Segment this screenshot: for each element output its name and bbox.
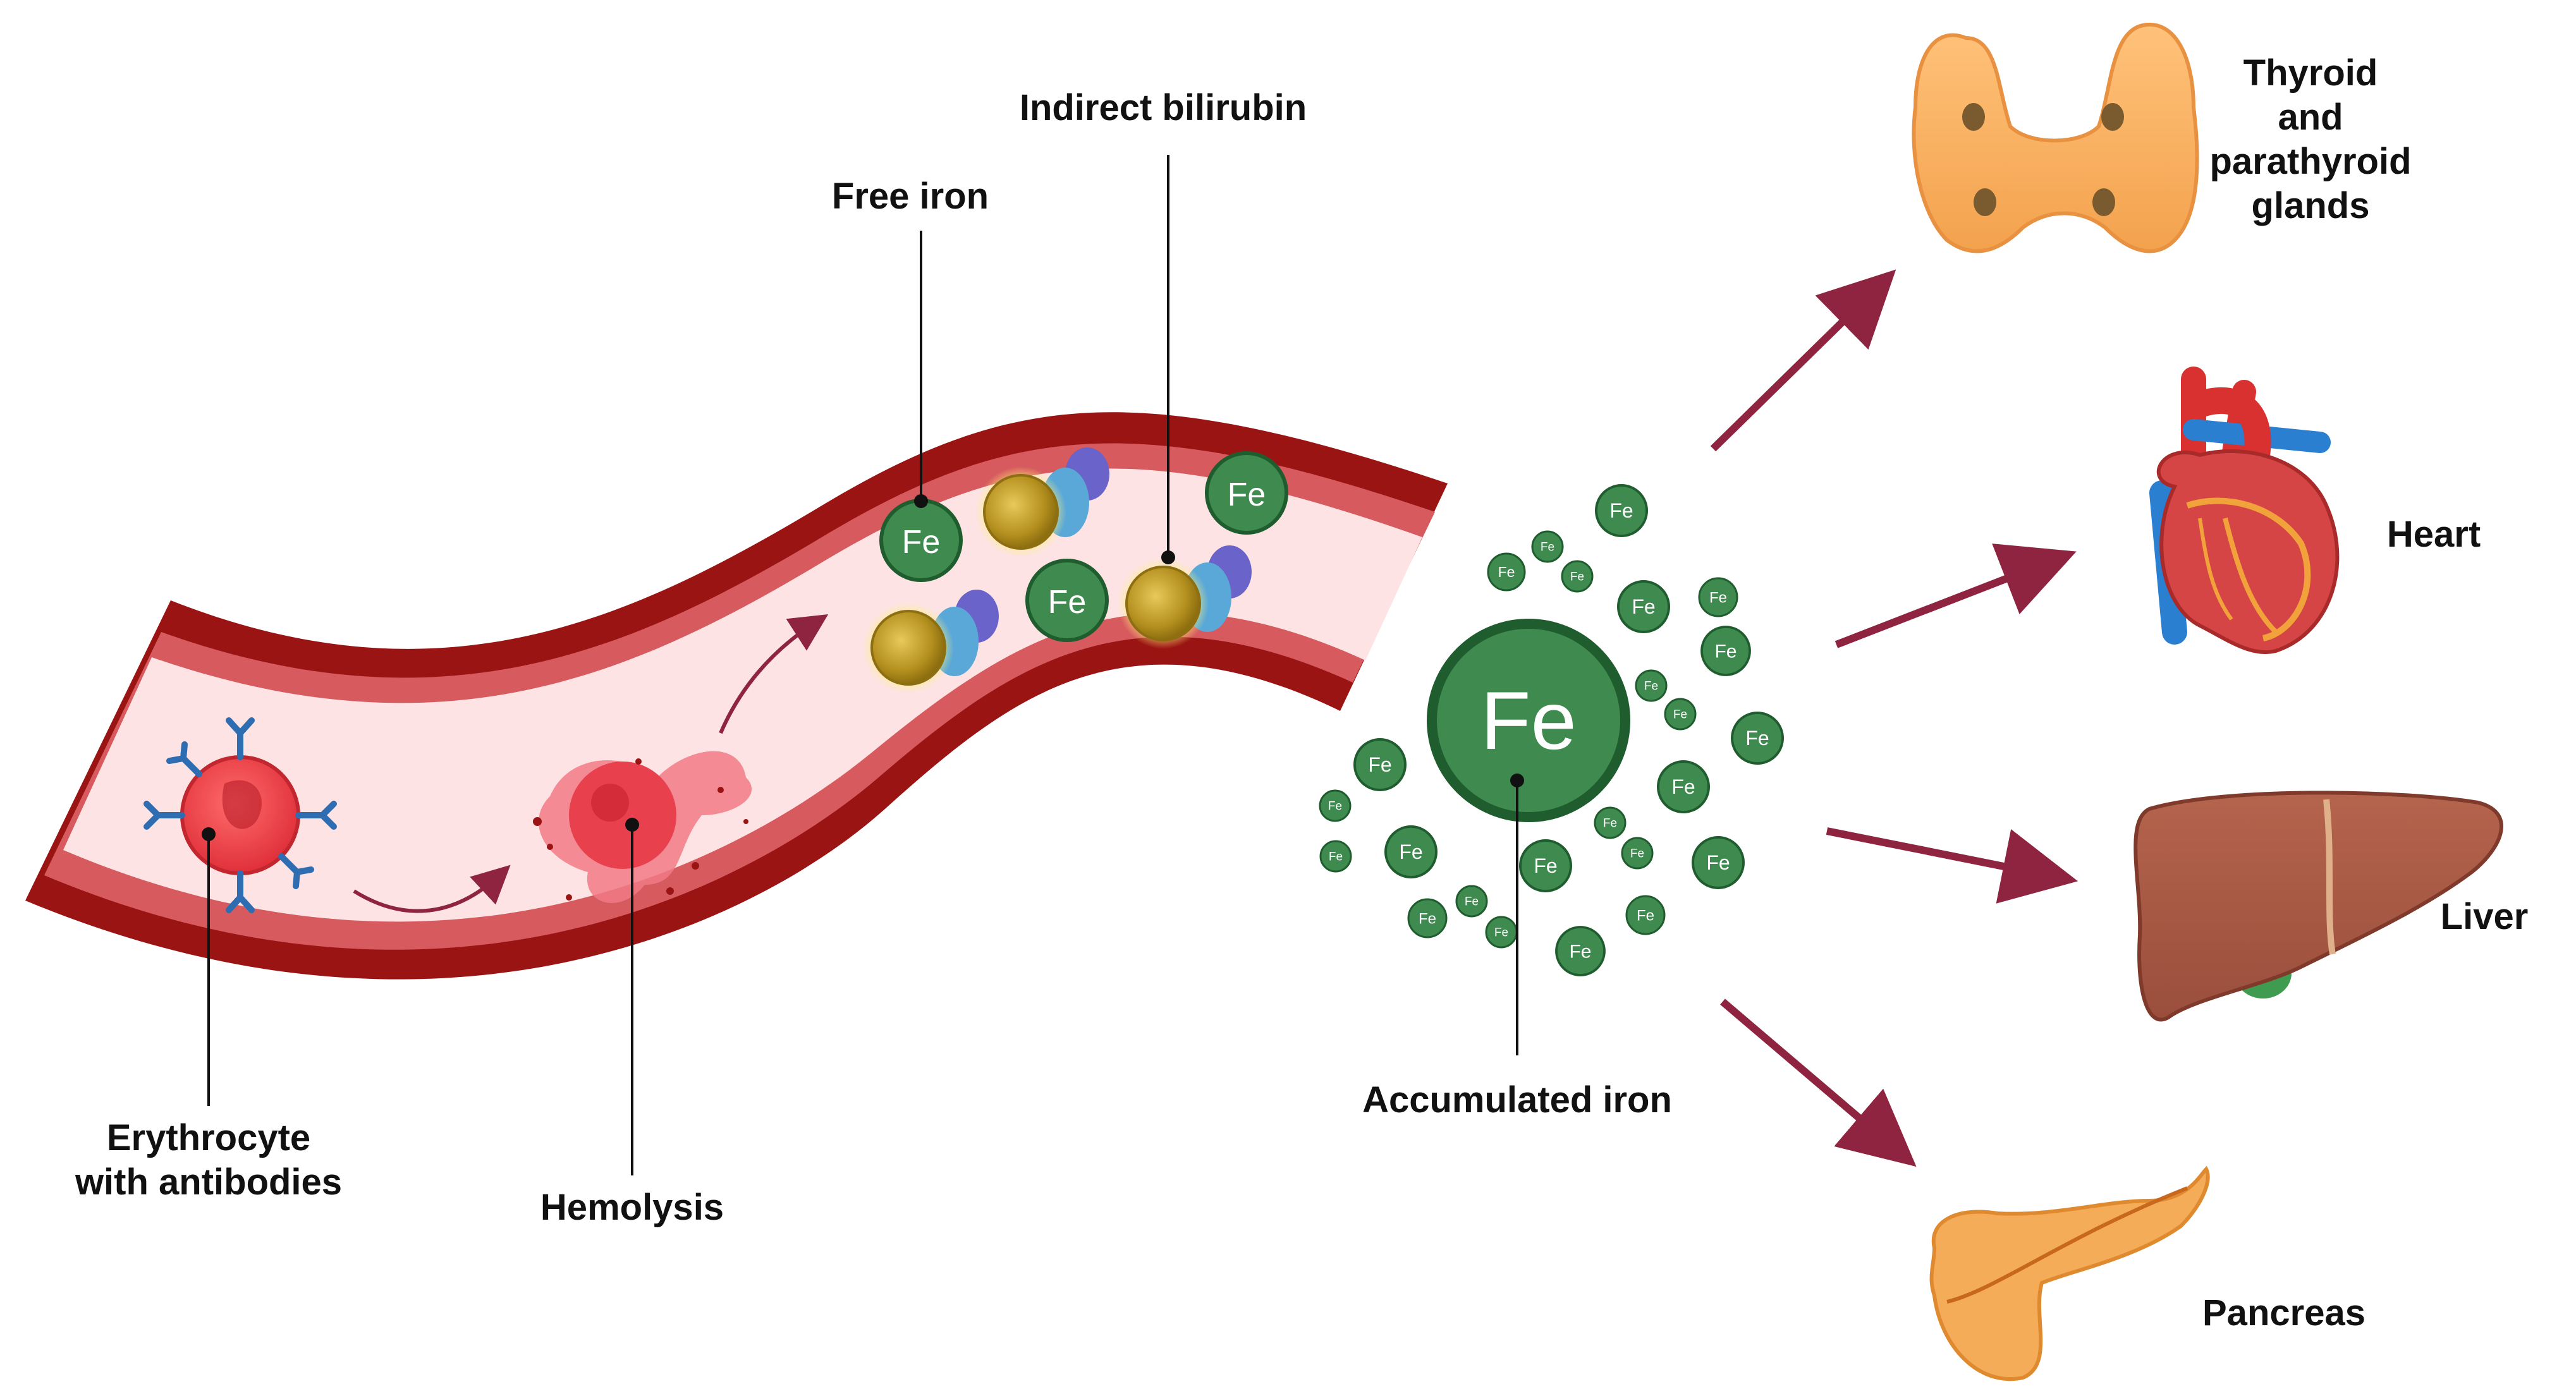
fe-symbol: Fe (1630, 847, 1644, 861)
hemolysis-cell (533, 751, 752, 903)
liver-icon (2133, 791, 2503, 1022)
iron-particle-small: Fe (1594, 806, 1627, 839)
thyroid-label-line2: and (2278, 97, 2343, 138)
iron-particle-small: Fe (1485, 916, 1518, 949)
iron-particle-small: Fe (1700, 626, 1751, 676)
fe-symbol: Fe (1673, 708, 1687, 722)
iron-particle-large (1427, 619, 1630, 822)
iron-in-vessel: Fe Fe Fe (879, 451, 1288, 642)
iron-particle-small: Fe (1621, 837, 1654, 870)
bilirubin-molecules (863, 447, 1252, 693)
iron-particle-small: Fe (1519, 839, 1572, 892)
iron-particle-free: Fe (879, 499, 963, 582)
fe-symbol: Fe (1637, 907, 1654, 924)
fe-symbol: Fe (1368, 753, 1391, 776)
bilirubin-molecule (975, 447, 1109, 557)
iron-particle-small: Fe (1319, 789, 1352, 822)
label-erythrocyte: Erythrocyte with antibodies (75, 827, 342, 1203)
erythrocyte-label-line2: with antibodies (75, 1162, 342, 1203)
iron-particle-small: Fe (1664, 698, 1697, 731)
iron-particle-small: Fe (1635, 669, 1668, 702)
iron-particle-small: Fe (1595, 484, 1648, 537)
fe-symbol: Fe (1419, 910, 1436, 927)
arrow-to-free-iron (719, 614, 829, 734)
arrow-to-hemolysis (353, 865, 511, 913)
fe-symbol: Fe (1706, 851, 1730, 874)
accumulated-iron-label: Accumulated iron (1362, 1079, 1672, 1120)
label-indirect-bilirubin: Indirect bilirubin (1020, 87, 1307, 564)
fe-symbol: Fe (1644, 680, 1658, 693)
fe-symbol: Fe (1671, 775, 1695, 798)
pancreas-label: Pancreas (2202, 1292, 2365, 1333)
bilirubin-molecule-indirect (1118, 545, 1252, 649)
indirect-bilirubin-label: Indirect bilirubin (1020, 87, 1307, 128)
fe-symbol: Fe (1714, 641, 1737, 662)
fe-symbol: Fe (1328, 800, 1342, 813)
fe-symbol: Fe (1609, 499, 1633, 522)
arrow-to-liver (1826, 827, 2079, 904)
fe-symbol: Fe (1228, 476, 1266, 513)
erythrocyte-with-antibodies (143, 717, 337, 913)
liver-label: Liver (2441, 896, 2529, 937)
fe-symbol: Fe (1329, 851, 1343, 864)
thyroid-label-line1: Thyroid (2243, 52, 2378, 94)
fe-symbol: Fe (1603, 817, 1617, 830)
iron-particle-small: Fe (1698, 577, 1738, 617)
pancreas-icon (1929, 1165, 2210, 1381)
iron-particle-small: Fe (1561, 560, 1594, 593)
antibody-icon (143, 717, 337, 913)
arrow-to-pancreas (1720, 998, 1917, 1167)
iron-particle-small: Fe (1625, 895, 1666, 935)
fe-symbol: Fe (1569, 942, 1591, 962)
iron-particle-small: Fe (1617, 580, 1670, 633)
thyroid-label-line4: glands (2252, 185, 2370, 226)
label-free-iron: Free iron (832, 176, 989, 508)
fe-symbol: Fe (1048, 584, 1087, 621)
iron-particle: Fe (1205, 451, 1288, 535)
label-accumulated-iron: Accumulated iron (1362, 774, 1672, 1120)
fe-symbol: Fe (1632, 595, 1655, 618)
fe-symbol: Fe (1570, 571, 1584, 584)
iron-particle-small: Fe (1319, 840, 1352, 873)
fe-symbol: Fe (1534, 854, 1557, 877)
thyroid-icon (1912, 22, 2199, 253)
iron-particle-small: Fe (1407, 898, 1448, 938)
iron-particle-small: Fe (1731, 712, 1784, 765)
erythrocyte-label-line1: Erythrocyte (107, 1117, 310, 1158)
fe-symbol: Fe (1709, 589, 1727, 606)
iron-particle: Fe (1025, 559, 1109, 642)
fe-symbol: Fe (1745, 727, 1769, 750)
fe-symbol: Fe (1399, 841, 1422, 863)
fe-symbol: Fe (1465, 895, 1479, 909)
heart-label: Heart (2387, 514, 2481, 555)
fe-symbol: Fe (902, 524, 941, 561)
iron-particle-small: Fe (1692, 836, 1745, 889)
fe-symbol: Fe (1498, 564, 1515, 580)
iron-particle-small: Fe (1555, 926, 1606, 976)
hemolysis-label: Hemolysis (540, 1187, 724, 1228)
thyroid-label-line3: parathyroid (2209, 141, 2411, 182)
label-thyroid: Thyroid and parathyroid glands (2209, 52, 2411, 226)
arrow-to-thyroid (1710, 269, 1896, 452)
bilirubin-molecule (863, 590, 999, 693)
heart-icon (2149, 367, 2340, 654)
organ-arrows (1710, 269, 2079, 1167)
iron-particle-small: Fe (1487, 552, 1526, 592)
arrow-to-heart (1834, 543, 2077, 648)
iron-particle-small: Fe (1531, 530, 1564, 563)
iron-particle-small: Fe (1657, 760, 1710, 813)
fe-symbol-large: Fe (1480, 674, 1577, 767)
iron-particle-small: Fe (1455, 885, 1488, 918)
fe-symbol: Fe (1494, 926, 1508, 940)
label-hemolysis: Hemolysis (540, 818, 724, 1228)
iron-particle-small: Fe (1353, 738, 1407, 791)
fe-symbol: Fe (1541, 541, 1554, 554)
free-iron-label: Free iron (832, 176, 989, 217)
iron-particle-small: Fe (1384, 825, 1438, 878)
